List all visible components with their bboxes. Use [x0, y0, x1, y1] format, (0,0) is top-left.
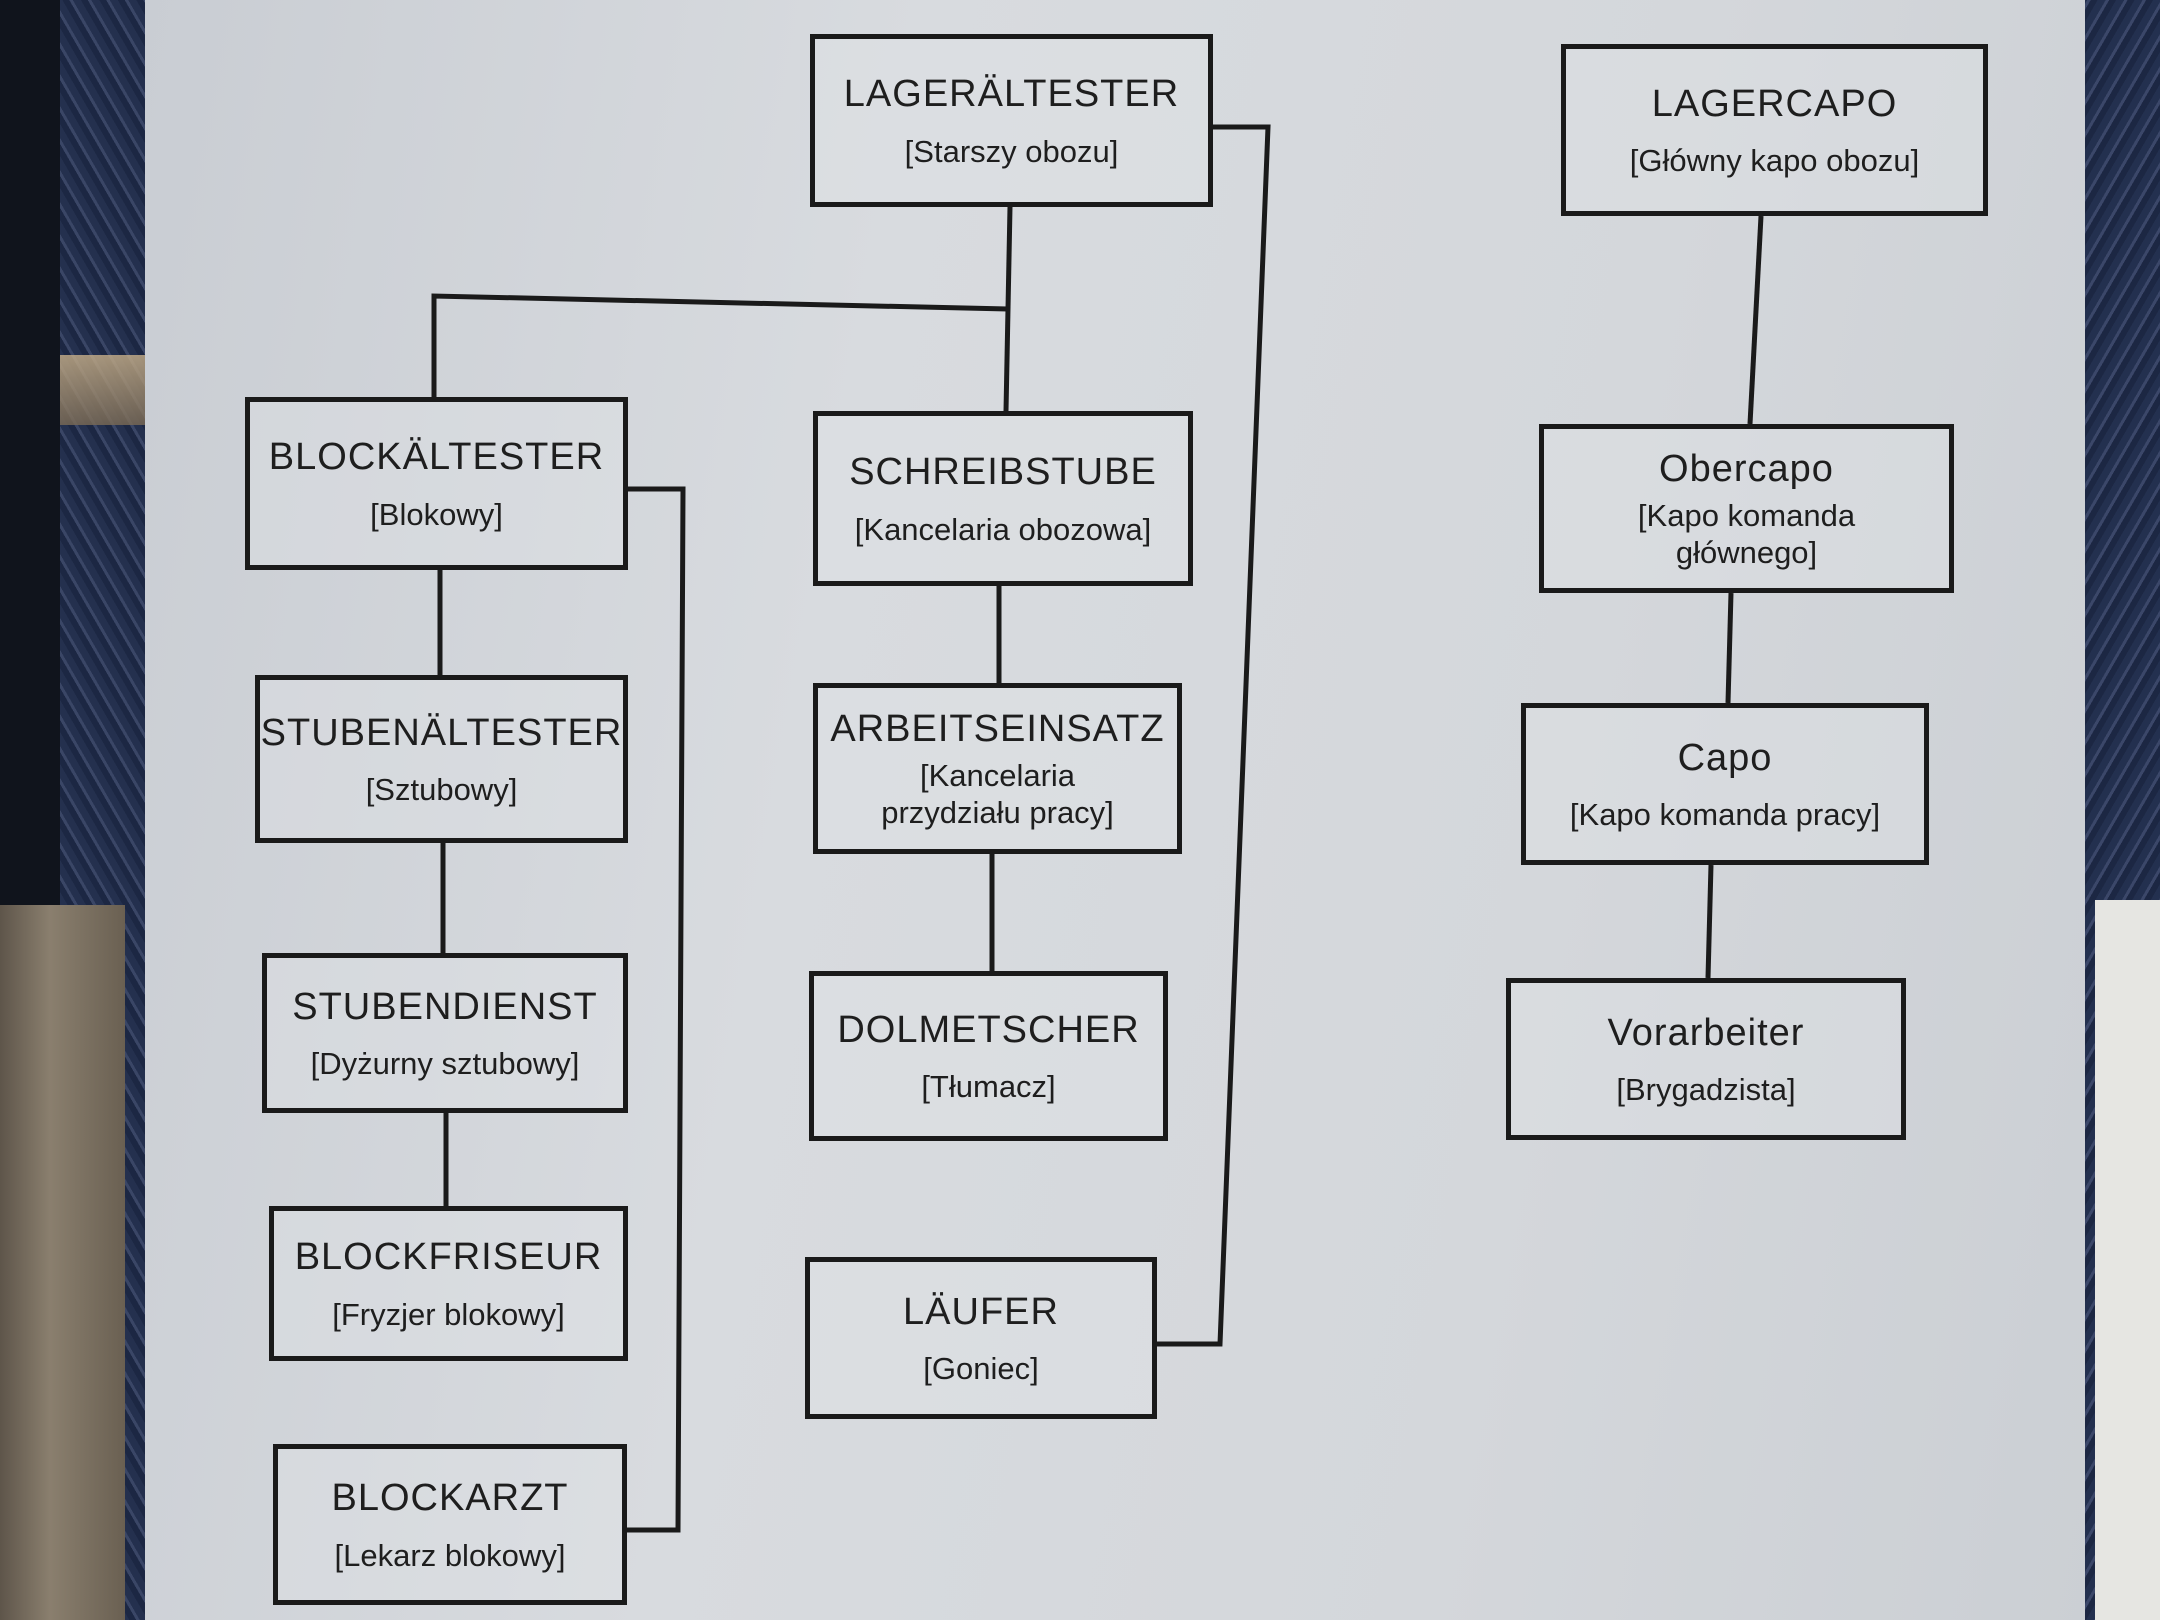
box-title: LAGERCAPO	[1651, 82, 1898, 125]
box-subtitle: [Goniec]	[923, 1351, 1039, 1387]
connector-obercapo-to-capo	[1725, 592, 1734, 704]
box-subtitle: [Fryzjer blokowy]	[332, 1296, 565, 1332]
box-subtitle: [Kancelaria przydziału pracy]	[881, 758, 1114, 831]
wooden-post	[0, 905, 125, 1620]
box-dolmetscher: DOLMETSCHER [Tłumacz]	[809, 971, 1168, 1141]
connector-lagercapo-to-obercapo	[1747, 215, 1764, 425]
box-subtitle: [Blokowy]	[370, 496, 503, 532]
box-lageraeltester: LAGERÄLTESTER [Starszy obozu]	[810, 34, 1213, 207]
box-subtitle: [Starszy obozu]	[904, 133, 1119, 169]
box-stubendienst: STUBENDIENST [Dyżurny sztubowy]	[262, 953, 628, 1113]
box-vorarbeiter: Vorarbeiter [Brygadzista]	[1506, 978, 1906, 1140]
box-title: SCHREIBSTUBE	[849, 451, 1157, 494]
box-stubenaeltester: STUBENÄLTESTER [Sztubowy]	[255, 675, 628, 843]
box-blockaeltester: BLOCKÄLTESTER [Blokowy]	[245, 397, 628, 570]
box-subtitle: [Kapo komanda pracy]	[1569, 797, 1881, 833]
box-subtitle: [Lekarz blokowy]	[334, 1537, 566, 1573]
box-subtitle: [Dyżurny sztubowy]	[310, 1046, 580, 1082]
box-subtitle: [Brygadzista]	[1616, 1072, 1796, 1108]
box-title: DOLMETSCHER	[837, 1008, 1140, 1051]
connector-lager-to-laeufer	[1157, 124, 1271, 1347]
adjacent-document	[2095, 900, 2160, 1620]
box-capo: Capo [Kapo komanda pracy]	[1521, 703, 1929, 865]
box-title: STUBENÄLTESTER	[260, 711, 623, 754]
box-lagercapo: LAGERCAPO [Główny kapo obozu]	[1561, 44, 1988, 216]
box-title: Vorarbeiter	[1607, 1011, 1805, 1054]
chart-panel	[145, 0, 2095, 1620]
box-title: STUBENDIENST	[292, 985, 598, 1028]
box-subtitle: [Kancelaria obozowa]	[854, 511, 1152, 547]
connector-block-to-blockarzt	[627, 486, 686, 1533]
box-title: ARBEITSEINSATZ	[830, 707, 1165, 750]
box-subtitle: [Kapo komanda głównego]	[1637, 498, 1856, 571]
box-title: BLOCKÄLTESTER	[268, 436, 605, 479]
box-blockarzt: BLOCKARZT [Lekarz blokowy]	[273, 1444, 627, 1605]
box-subtitle: [Tłumacz]	[921, 1069, 1056, 1105]
connector-capo-to-vorarbeiter	[1705, 864, 1714, 979]
box-title: BLOCKARZT	[331, 1477, 569, 1520]
box-title: Obercapo	[1659, 447, 1834, 490]
box-laeufer: LÄUFER [Goniec]	[805, 1257, 1157, 1419]
box-subtitle: [Główny kapo obozu]	[1629, 143, 1920, 179]
box-blockfriseur: BLOCKFRISEUR [Fryzjer blokowy]	[269, 1206, 628, 1361]
connector-lager-to-block	[431, 293, 1009, 397]
box-arbeitseinsatz: ARBEITSEINSATZ [Kancelaria przydziału pr…	[813, 683, 1182, 854]
box-subtitle: [Sztubowy]	[365, 772, 518, 808]
box-schreibstube: SCHREIBSTUBE [Kancelaria obozowa]	[813, 411, 1193, 586]
box-obercapo: Obercapo [Kapo komanda głównego]	[1539, 424, 1954, 593]
box-title: Capo	[1677, 736, 1773, 779]
box-title: LÄUFER	[903, 1290, 1059, 1333]
box-title: LAGERÄLTESTER	[843, 73, 1180, 116]
box-title: BLOCKFRISEUR	[294, 1236, 603, 1279]
